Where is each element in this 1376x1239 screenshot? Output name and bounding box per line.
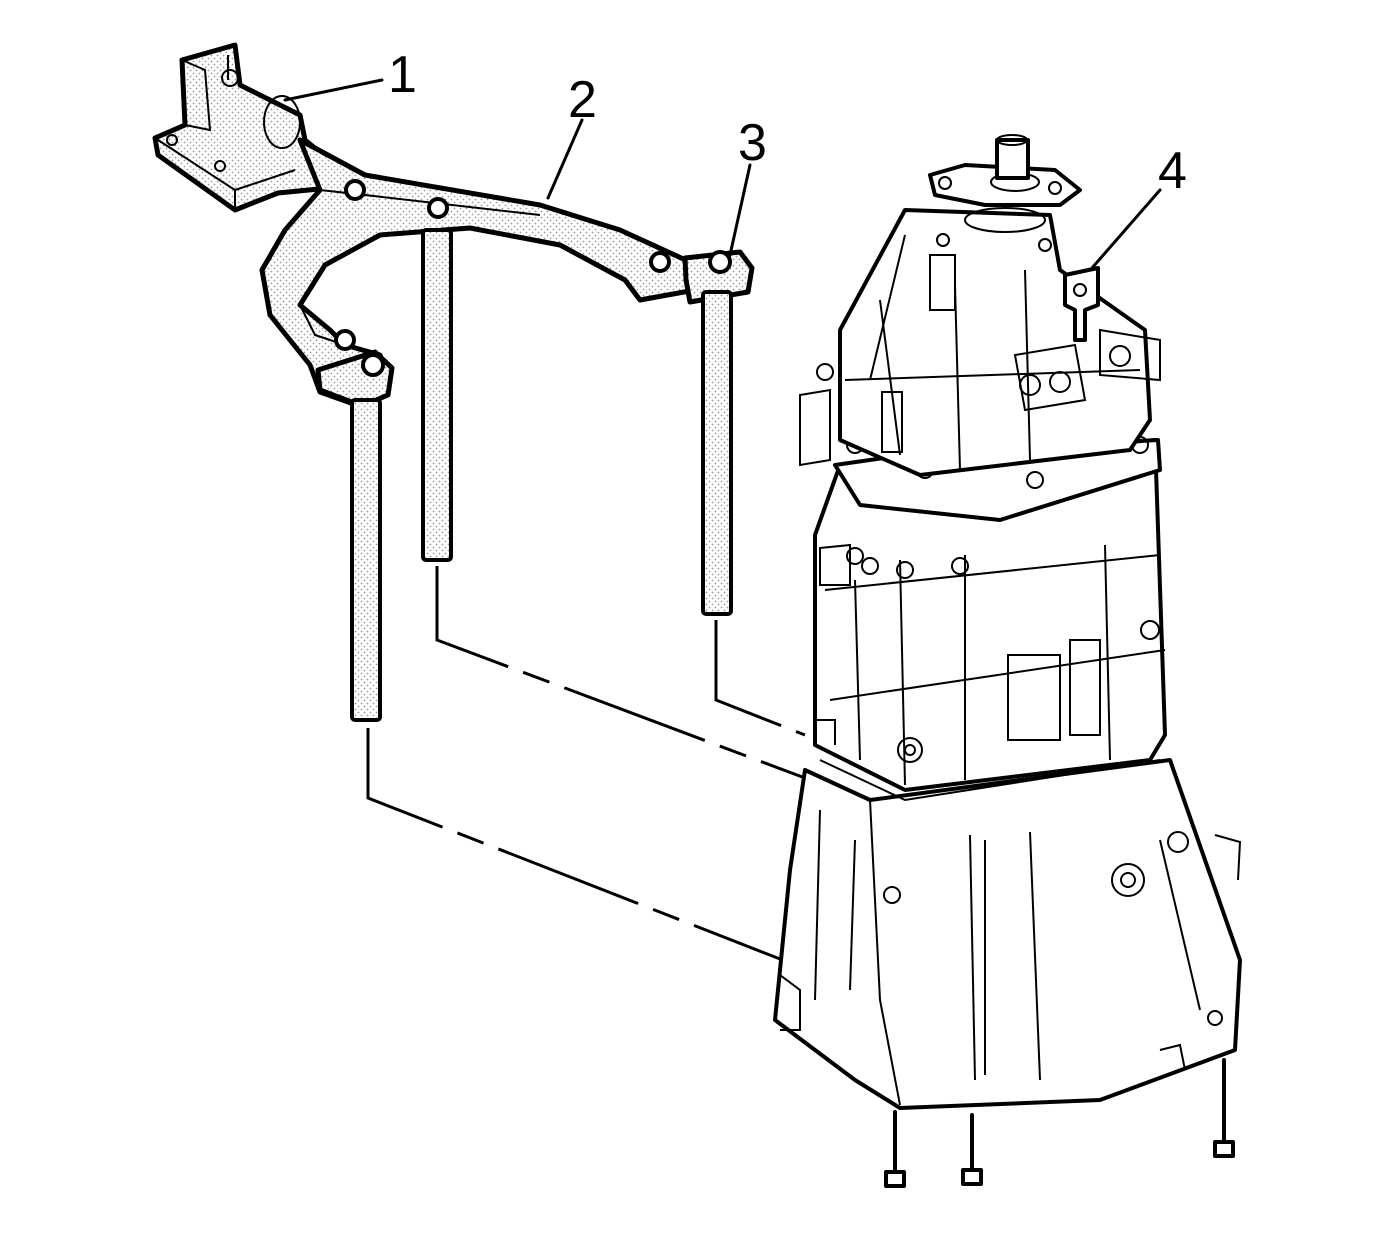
nut-1 bbox=[344, 179, 366, 201]
callouts: 1 2 3 4 bbox=[388, 46, 1187, 200]
nut-6 bbox=[361, 353, 385, 377]
alignment-line-right-rod bbox=[714, 620, 806, 737]
nut-3 bbox=[649, 251, 671, 273]
transmission-assembly bbox=[773, 134, 1242, 1110]
alignment-line-center-rod bbox=[435, 566, 806, 780]
callout-3: 3 bbox=[738, 114, 767, 172]
vent-fitting bbox=[1063, 266, 1100, 342]
bolts bbox=[884, 1058, 1235, 1188]
guide-rod-right bbox=[701, 290, 733, 616]
right-ear bbox=[682, 249, 755, 305]
leader-2 bbox=[546, 118, 584, 200]
output-shaft bbox=[995, 138, 1030, 180]
guide-rod-left bbox=[350, 398, 382, 722]
nut-2 bbox=[427, 197, 449, 219]
extension-housing bbox=[838, 208, 1152, 477]
bolt-left bbox=[884, 1110, 906, 1188]
nut-4 bbox=[708, 250, 732, 274]
output-flange bbox=[928, 163, 1082, 207]
bolt-right bbox=[1213, 1058, 1235, 1158]
guide-rods bbox=[350, 228, 733, 722]
callout-2: 2 bbox=[568, 71, 597, 129]
callout-1: 1 bbox=[388, 46, 417, 104]
leader-1 bbox=[283, 78, 384, 102]
callout-4: 4 bbox=[1158, 142, 1187, 200]
guide-rod-center bbox=[421, 228, 453, 562]
bell-housing bbox=[773, 758, 1242, 1110]
bolt-center bbox=[961, 1113, 983, 1186]
nut-5 bbox=[334, 329, 356, 351]
leader-3 bbox=[728, 163, 752, 257]
leader-lines bbox=[283, 78, 1162, 270]
leader-4 bbox=[1090, 188, 1162, 270]
transmission-support bbox=[152, 42, 755, 411]
